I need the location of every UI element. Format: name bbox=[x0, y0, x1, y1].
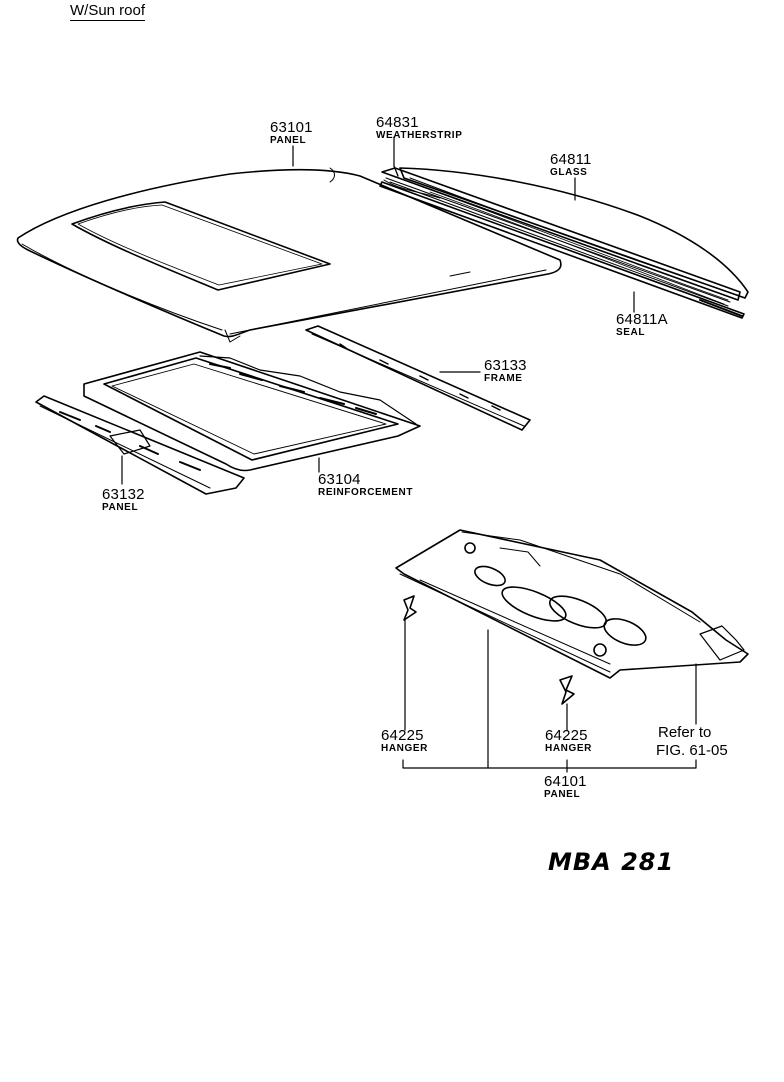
part-label-64101: 64101 PANEL bbox=[544, 774, 587, 800]
part-label-64831: 64831 WEATHERSTRIP bbox=[376, 115, 462, 141]
part-label-63133: 63133 FRAME bbox=[484, 358, 527, 384]
refer-to-figure-note: Refer to FIG. 61-05 bbox=[656, 724, 728, 760]
part-number: 64831 bbox=[376, 114, 419, 131]
package-tray-panel-drawing bbox=[395, 529, 749, 679]
hanger-right-drawing bbox=[559, 675, 575, 705]
part-name: HANGER bbox=[381, 743, 428, 754]
sunroof-glass-drawing bbox=[399, 167, 749, 305]
reinforcement-drawing bbox=[83, 351, 421, 472]
part-label-64225-right: 64225 HANGER bbox=[545, 728, 592, 754]
part-number: 63104 bbox=[318, 471, 361, 488]
part-number: 63101 bbox=[270, 119, 313, 136]
part-number: 63133 bbox=[484, 357, 527, 374]
part-number: 64225 bbox=[381, 727, 424, 744]
part-number: 64811 bbox=[550, 151, 592, 168]
diagram-title: W/Sun roof bbox=[70, 2, 146, 21]
roof-panel-drawing bbox=[16, 167, 562, 343]
part-label-64811: 64811 GLASS bbox=[550, 152, 592, 178]
part-label-63101: 63101 PANEL bbox=[270, 120, 313, 146]
part-label-64225-left: 64225 HANGER bbox=[381, 728, 428, 754]
seal-drawing bbox=[379, 181, 745, 319]
hanger-left-drawing bbox=[403, 595, 417, 621]
part-name: FRAME bbox=[484, 373, 523, 384]
front-panel-drawing bbox=[35, 395, 245, 495]
part-name: PANEL bbox=[270, 135, 307, 146]
part-number: 64811A bbox=[616, 311, 668, 328]
leader-lines bbox=[121, 136, 697, 773]
refer-line-1: Refer to bbox=[658, 724, 712, 741]
part-name: PANEL bbox=[544, 789, 581, 800]
part-name: HANGER bbox=[545, 743, 592, 754]
part-label-63132: 63132 PANEL bbox=[102, 487, 145, 513]
drawing-code: MBA 281 bbox=[548, 848, 675, 876]
part-name: PANEL bbox=[102, 502, 139, 513]
part-name: REINFORCEMENT bbox=[318, 487, 414, 498]
part-number: 64101 bbox=[544, 773, 587, 790]
part-name: SEAL bbox=[616, 327, 646, 338]
part-number: 64225 bbox=[545, 727, 588, 744]
part-number: 63132 bbox=[102, 486, 145, 503]
refer-line-2: FIG. 61-05 bbox=[656, 742, 728, 759]
frame-drawing bbox=[305, 325, 531, 431]
part-label-63104: 63104 REINFORCEMENT bbox=[318, 472, 413, 498]
part-name: GLASS bbox=[550, 167, 588, 178]
part-name: WEATHERSTRIP bbox=[376, 130, 463, 141]
part-label-64811a: 64811A SEAL bbox=[616, 312, 668, 338]
